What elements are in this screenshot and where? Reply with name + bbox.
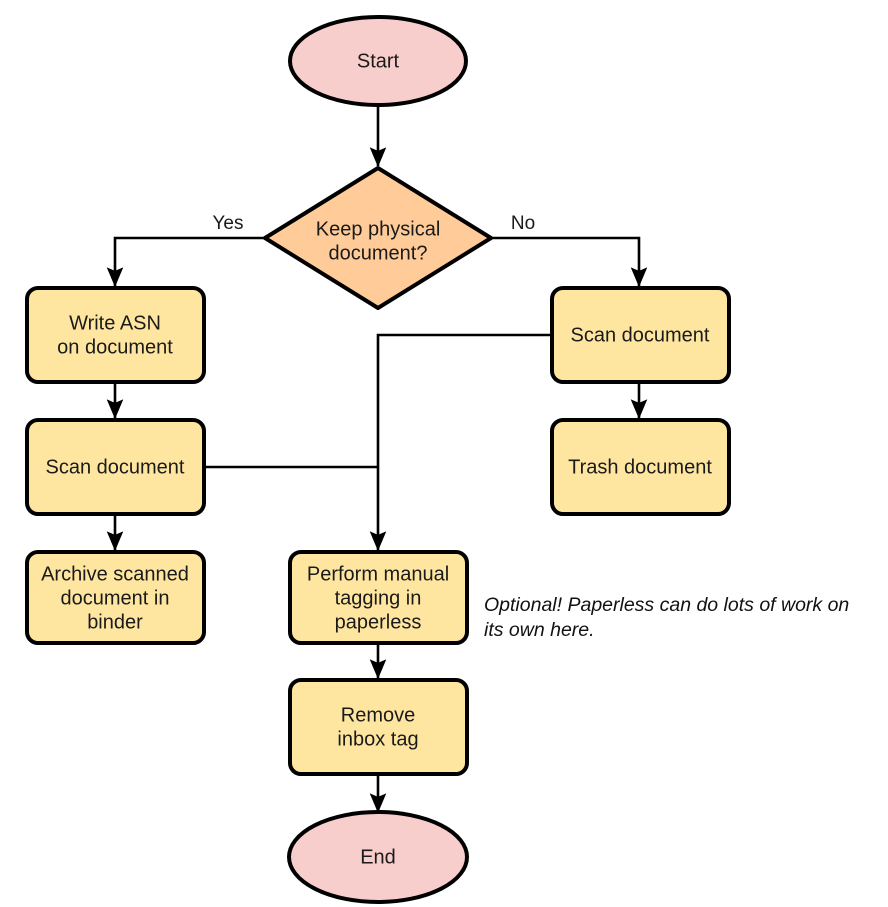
end-ellipse-shape[interactable]: [287, 810, 469, 904]
optional-note-line-2: its own here.: [484, 619, 595, 641]
edge-decision-yes-to-write-asn: [106, 236, 265, 288]
node-end[interactable]: End: [287, 810, 469, 904]
node-start[interactable]: Start: [288, 15, 468, 107]
tagging-box-shape[interactable]: [288, 550, 469, 645]
tagging-label-line-1: Perform manual: [307, 563, 449, 585]
remove-inbox-tag-box-shape[interactable]: [288, 678, 469, 776]
node-archive-scanned-document[interactable]: Archive scanned document in binder: [25, 550, 206, 645]
end-label: End: [360, 846, 396, 868]
start-ellipse-shape[interactable]: [288, 15, 468, 107]
node-trash-document[interactable]: Trash document: [550, 418, 731, 516]
archive-label-line-2: document in: [61, 587, 170, 609]
scan-document-right-label: Scan document: [571, 324, 710, 346]
node-decision-keep-physical-document[interactable]: Keep physical document?: [263, 166, 493, 310]
remove-inbox-tag-label-line-2: inbox tag: [337, 728, 418, 750]
decision-diamond-shape[interactable]: [263, 166, 493, 310]
start-label: Start: [357, 50, 400, 72]
write-asn-box-shape[interactable]: [25, 286, 206, 384]
edge-decision-no-to-scan-right: [491, 236, 648, 288]
archive-box-shape[interactable]: [25, 550, 206, 645]
edge-scan-right-to-tagging: [369, 333, 552, 552]
edge-label-no: No: [511, 213, 535, 234]
node-scan-document-left[interactable]: Scan document: [25, 418, 206, 516]
tagging-label-line-3: paperless: [335, 611, 422, 633]
trash-document-box-shape[interactable]: [550, 418, 731, 516]
annotation-optional-note: Optional! Paperless can do lots of work …: [484, 594, 849, 641]
optional-note-line-1: Optional! Paperless can do lots of work …: [484, 594, 849, 616]
scan-document-left-label: Scan document: [46, 456, 185, 478]
decision-label-line-2: document?: [329, 242, 428, 264]
edges-layer: [106, 105, 648, 814]
trash-document-label: Trash document: [568, 456, 712, 478]
write-asn-label-line-2: on document: [57, 336, 173, 358]
decision-label-line-1: Keep physical: [316, 218, 441, 240]
scan-document-right-box-shape[interactable]: [550, 286, 731, 384]
edge-label-yes: Yes: [213, 213, 244, 234]
archive-label-line-1: Archive scanned: [41, 563, 189, 585]
edge-labels-layer: Yes No: [213, 213, 536, 234]
tagging-label-line-2: tagging in: [335, 587, 422, 609]
node-remove-inbox-tag[interactable]: Remove inbox tag: [288, 678, 469, 776]
node-perform-manual-tagging[interactable]: Perform manual tagging in paperless: [288, 550, 469, 645]
scan-document-left-box-shape[interactable]: [25, 418, 206, 516]
node-write-asn-on-document[interactable]: Write ASN on document: [25, 286, 206, 384]
write-asn-label-line-1: Write ASN: [69, 312, 161, 334]
archive-label-line-3: binder: [87, 611, 143, 633]
remove-inbox-tag-label-line-1: Remove: [341, 704, 415, 726]
node-scan-document-right[interactable]: Scan document: [550, 286, 731, 384]
